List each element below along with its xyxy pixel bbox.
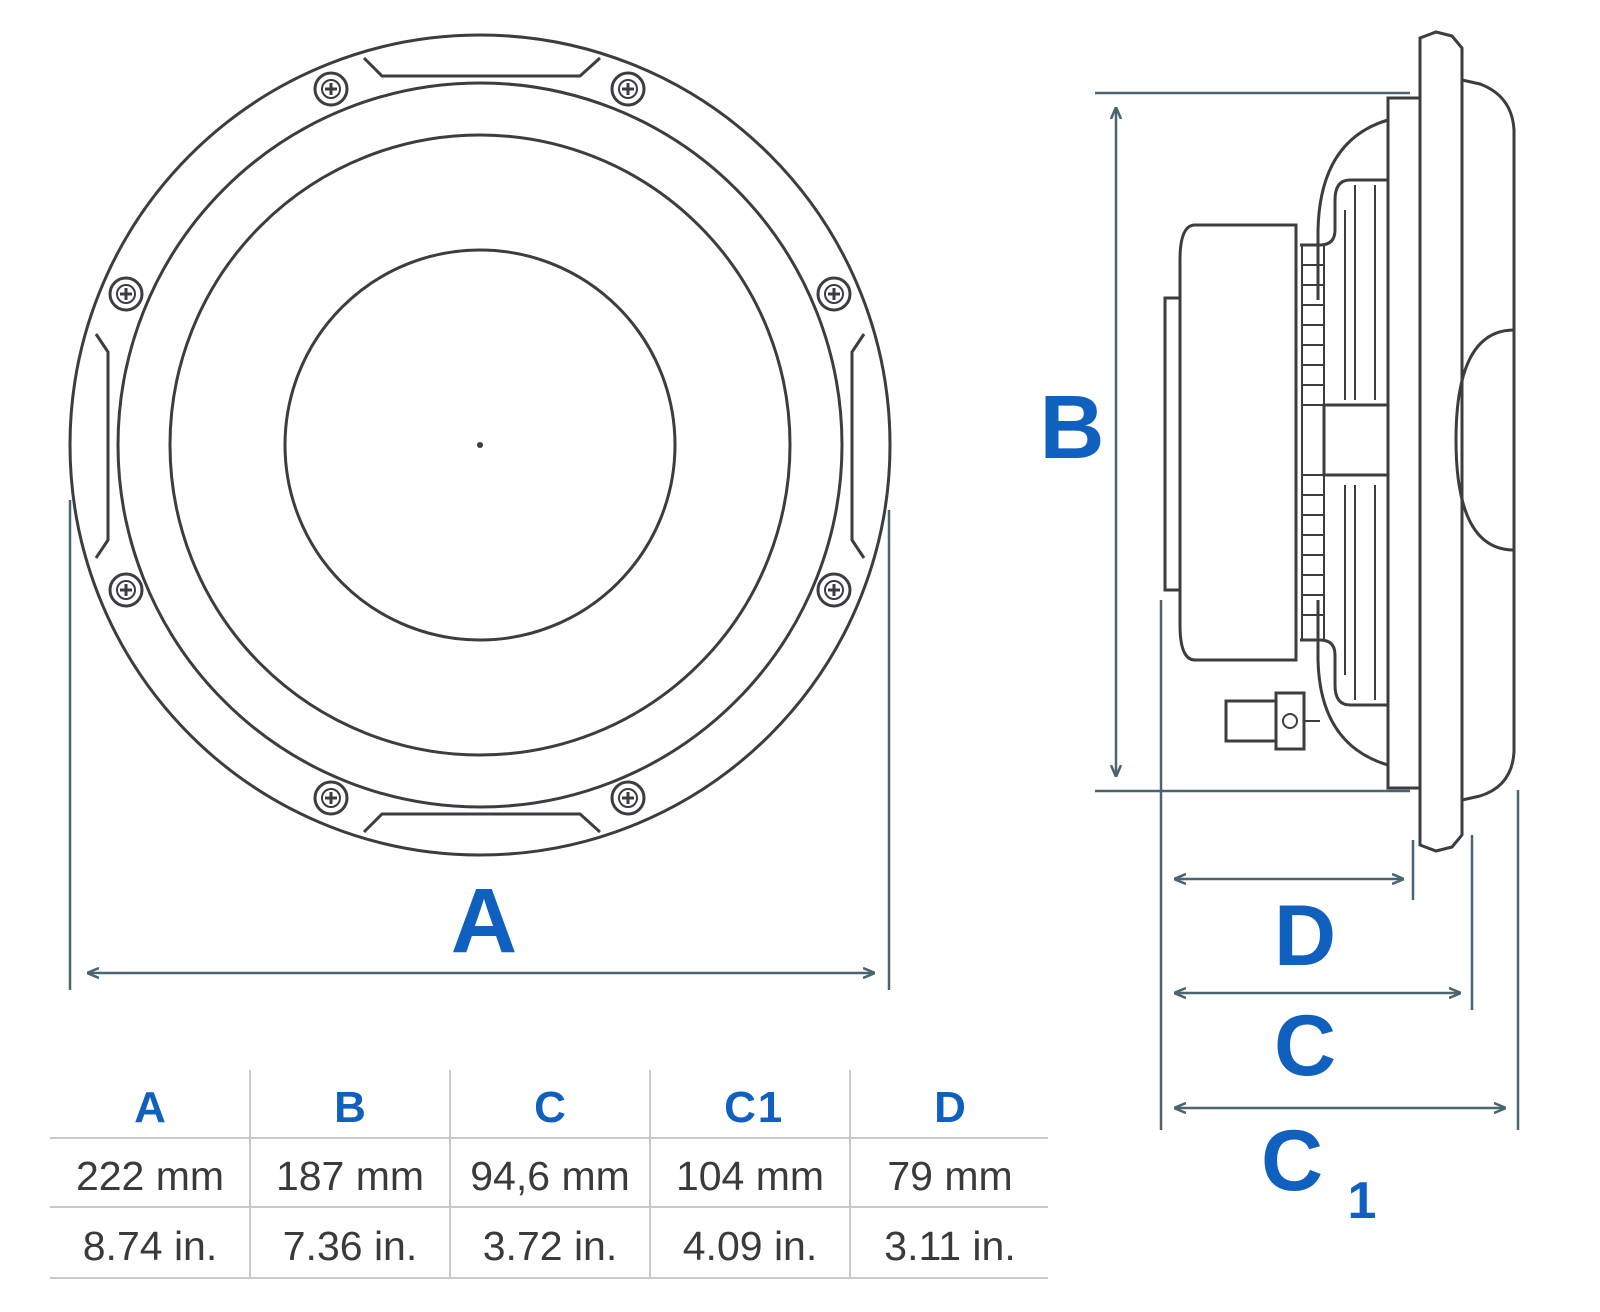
center-dot: [477, 442, 483, 448]
magnet-cap: [1163, 296, 1180, 592]
fin-lines: [1302, 264, 1324, 616]
table-cell: 7.36 in.: [283, 1223, 418, 1269]
table-header: B: [334, 1083, 366, 1132]
grip-slot-left: [94, 333, 110, 559]
basket-upper-inner: [1300, 178, 1388, 247]
screw-icon: [108, 572, 144, 608]
basket-upper-arm: [1344, 185, 1376, 400]
magnet: [1178, 223, 1298, 662]
dimensions-depth: D C C 1: [1159, 600, 1520, 1230]
table-cell: 94,6 mm: [470, 1153, 630, 1199]
table-cell: 4.09 in.: [683, 1223, 818, 1269]
table-cell: 104 mm: [676, 1153, 824, 1199]
table-header-subscript: 1: [758, 1083, 782, 1132]
dimension-a: A: [68, 500, 891, 990]
screw-icon: [816, 276, 852, 312]
pole-piece: [1322, 403, 1390, 477]
table-cell: 3.11 in.: [884, 1223, 1015, 1269]
grip-slot-bottom: [362, 812, 602, 834]
dimension-table: A B C C 1 D 222 mm 187 mm 94,6 mm 104 mm…: [50, 1070, 1048, 1279]
basket-upper: [1316, 118, 1389, 300]
dimension-label-d: D: [1274, 888, 1336, 984]
screw-icon: [313, 71, 349, 107]
screw-icon: [313, 780, 349, 816]
dimension-b: B: [1040, 91, 1410, 793]
table-cell: 79 mm: [887, 1153, 1012, 1199]
dimension-label-c1-subscript: 1: [1348, 1172, 1377, 1230]
table-header: C: [724, 1083, 756, 1132]
grille-notch: [1454, 328, 1515, 552]
table-cell: 3.72 in.: [483, 1223, 618, 1269]
surround-ring: [168, 133, 792, 757]
table-cell: 222 mm: [76, 1153, 224, 1199]
basket-lower-arm: [1344, 485, 1376, 700]
dimension-label-a: A: [451, 870, 517, 972]
table-cell: 8.74 in.: [83, 1223, 218, 1269]
speaker-front-view: [68, 33, 892, 857]
cone: [283, 248, 677, 642]
basket-lower: [1316, 600, 1389, 767]
grille-profile: [1461, 78, 1516, 802]
table-header: A: [134, 1083, 166, 1132]
screw-icon: [816, 572, 852, 608]
screw-icon: [610, 71, 646, 107]
table-header: D: [934, 1083, 966, 1132]
speaker-side-view: [1163, 30, 1516, 853]
mounting-ring: [116, 81, 844, 809]
table-cell: 187 mm: [276, 1153, 424, 1199]
flange: [1418, 30, 1464, 853]
basket-lower-inner: [1300, 638, 1388, 707]
table-header: C: [534, 1083, 566, 1132]
terminal: [1224, 691, 1320, 751]
dimension-label-b: B: [1040, 378, 1105, 478]
grip-slot-top: [362, 56, 602, 78]
mounting-plate: [1386, 96, 1422, 790]
screw-icon: [610, 780, 646, 816]
dimension-label-c1: C: [1261, 1113, 1323, 1209]
dimension-label-c: C: [1274, 998, 1336, 1094]
screw-icon: [108, 276, 144, 312]
grip-slot-right: [850, 333, 866, 559]
outer-frame: [68, 33, 892, 857]
